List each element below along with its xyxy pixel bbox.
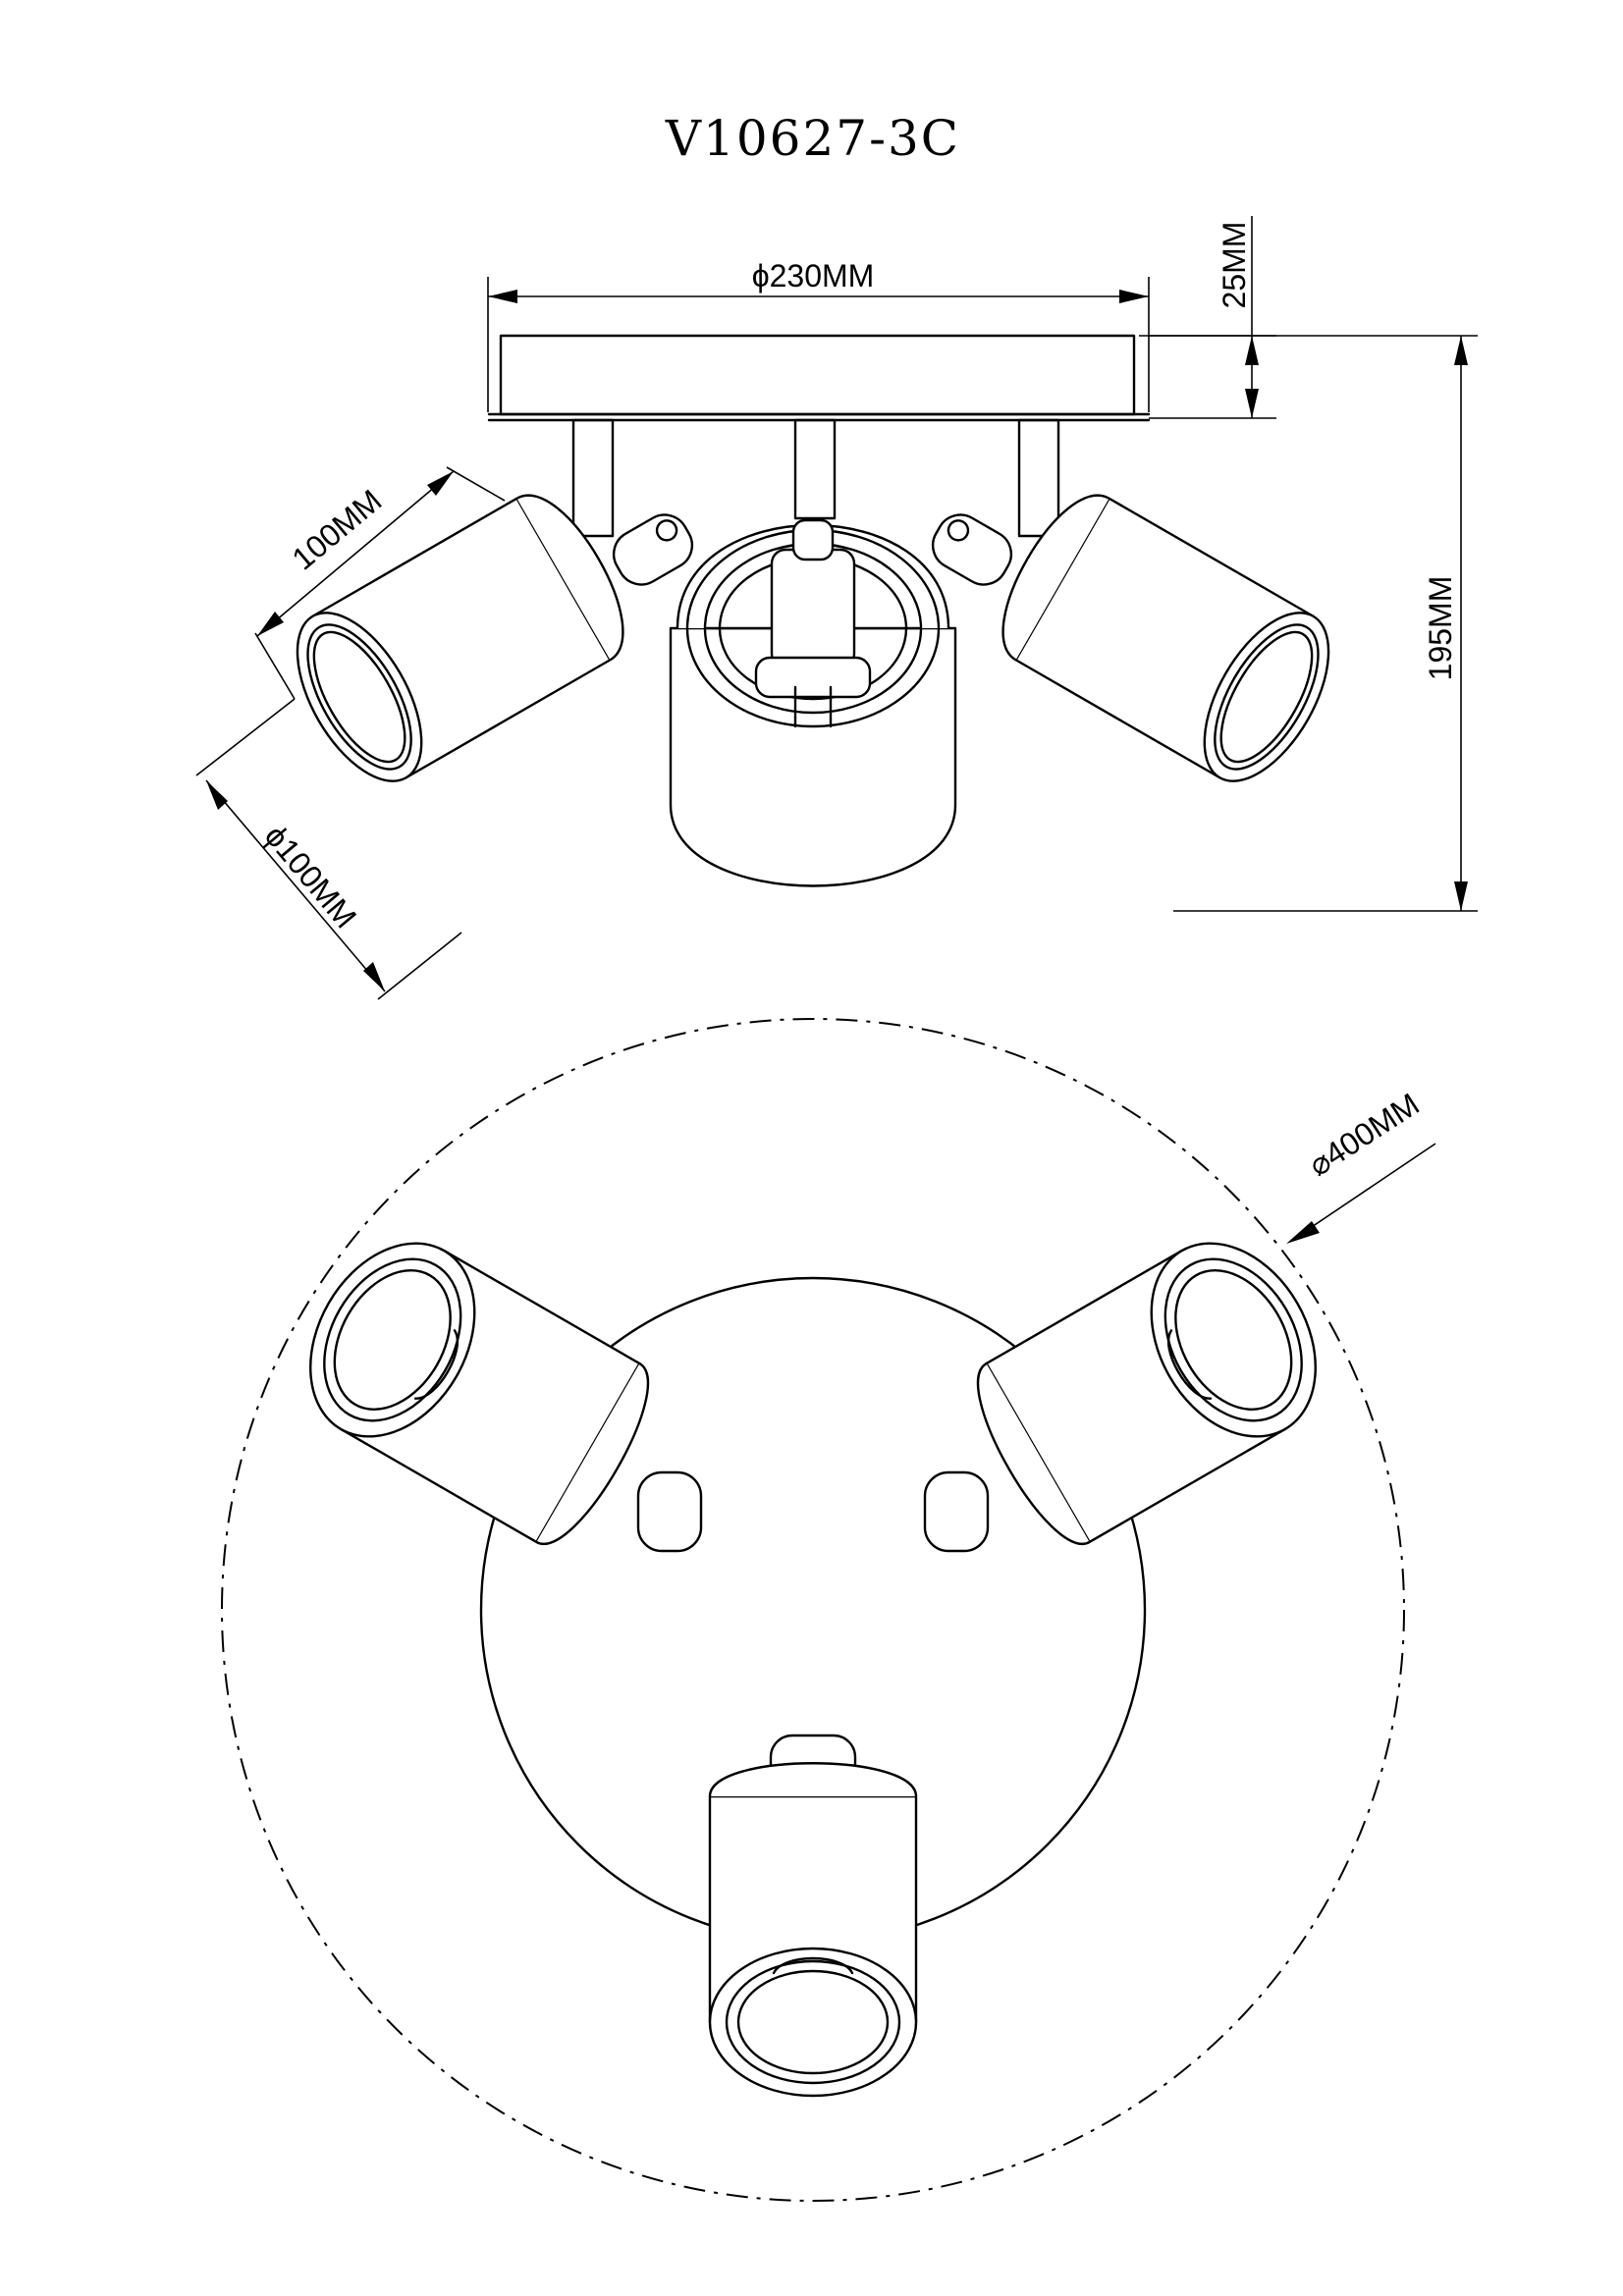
side-view: ϕ230MM 25MM 195MM [195, 216, 1478, 1000]
overall-diameter-label: ⌀400MM [1302, 1086, 1425, 1183]
model-title: V10627-3C [665, 110, 960, 167]
overall-envelope-circle [221, 1018, 1405, 2202]
base-height-label: 25MM [1217, 222, 1252, 309]
top-view: ⌀400MM [221, 1018, 1436, 2202]
base-plate [499, 334, 1136, 416]
shade-length-label: 100MM [285, 482, 388, 576]
shade-diameter-label: ϕ100MM [258, 819, 364, 935]
total-height-label: 195MM [1423, 576, 1458, 681]
base-diameter-label: ϕ230MM [752, 258, 875, 294]
